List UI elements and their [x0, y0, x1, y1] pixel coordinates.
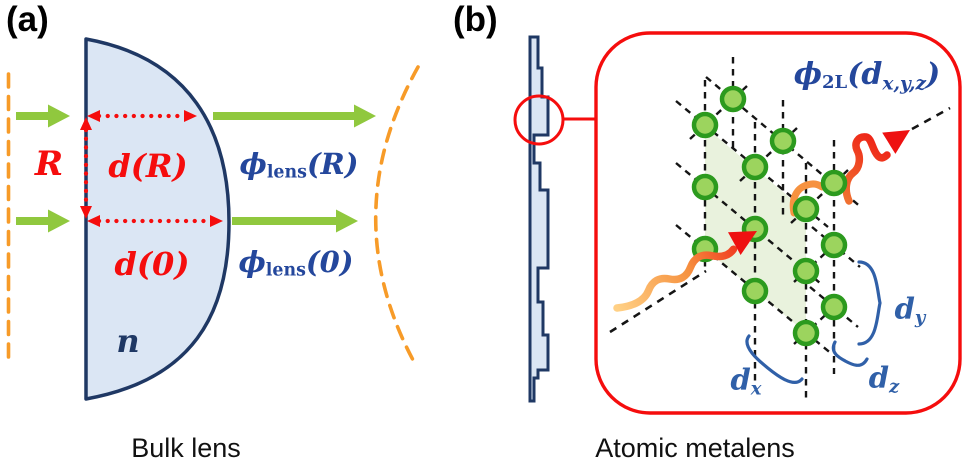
phi-symbol: ϕ — [239, 146, 267, 181]
output-wavefront-dashed-arc — [373, 65, 420, 362]
label-dR: d(R) — [108, 147, 188, 185]
phi-subscript: lens — [266, 162, 307, 183]
atom — [792, 195, 820, 223]
output-ray-arrow-top — [213, 104, 376, 128]
zoom-box — [594, 31, 962, 415]
atom — [820, 231, 848, 259]
paren-close: ) — [926, 57, 941, 93]
label-dy: dy — [895, 294, 926, 327]
atom — [691, 111, 719, 139]
phi-argument: (R) — [306, 146, 359, 181]
label-phi-lens-R: ϕlens(R) — [239, 146, 359, 183]
atom — [741, 153, 769, 181]
panel-a — [6, 37, 420, 401]
label-dz: dz — [869, 363, 900, 396]
atom — [820, 169, 848, 197]
bulk-lens-shape — [84, 37, 231, 401]
atom — [741, 277, 769, 305]
outgoing-wave-arrow — [842, 130, 910, 205]
brace-dy — [857, 260, 882, 346]
atom — [792, 319, 820, 347]
atom-array — [691, 85, 848, 347]
paren-open: ( — [847, 57, 862, 93]
thickness-arrow-d0 — [87, 215, 223, 227]
phi-symbol: ϕ — [793, 57, 823, 93]
d-symbol: d — [861, 57, 883, 93]
atom — [691, 173, 719, 201]
label-R: R — [34, 144, 64, 184]
d-symbol: d — [894, 291, 915, 326]
interlayer-wave-connector — [789, 180, 826, 217]
label-n: n — [116, 322, 140, 360]
label-phi-2L: ϕ2L(dx,y,z) — [794, 60, 940, 94]
panel-b — [513, 31, 962, 415]
thickness-arrow-dR — [87, 110, 197, 122]
input-ray-arrow-top — [16, 104, 70, 128]
phi-subscript: lens — [265, 260, 306, 281]
d-subscript: z — [889, 376, 900, 398]
atom — [820, 293, 848, 321]
d-symbol: d — [868, 360, 890, 395]
d-subscript: x,y,z — [882, 73, 927, 95]
brace-dz — [831, 340, 869, 367]
caption-atomic-metalens: Atomic metalens — [595, 433, 795, 463]
label-dx: dx — [731, 365, 762, 398]
radius-arrow-R — [80, 117, 92, 219]
incoming-optical-axis-dashed — [609, 269, 707, 334]
panel-b-tag: (b) — [453, 0, 498, 39]
caption-bulk-lens: Bulk lens — [131, 433, 241, 463]
atomic-lattice — [609, 57, 951, 398]
label-d0: d(0) — [114, 245, 190, 283]
d-subscript: x — [750, 378, 762, 400]
panel-a-tag: (a) — [6, 0, 49, 39]
brace-dx — [745, 334, 804, 384]
label-phi-lens-0: ϕlens(0) — [238, 244, 354, 281]
atom — [792, 257, 820, 285]
outgoing-optical-axis-dashed — [911, 106, 951, 131]
atom — [769, 127, 797, 155]
phi-argument: (0) — [305, 244, 354, 279]
fresnel-metalens-profile — [528, 35, 550, 403]
atom — [719, 85, 747, 113]
phi-subscript: 2L — [822, 72, 848, 94]
phi-symbol: ϕ — [238, 244, 266, 279]
output-ray-arrow-bottom — [232, 209, 358, 233]
d-subscript: y — [914, 307, 926, 329]
d-symbol: d — [730, 362, 751, 397]
incoming-wave-arrow — [613, 231, 757, 312]
input-ray-arrow-bottom — [16, 209, 70, 233]
